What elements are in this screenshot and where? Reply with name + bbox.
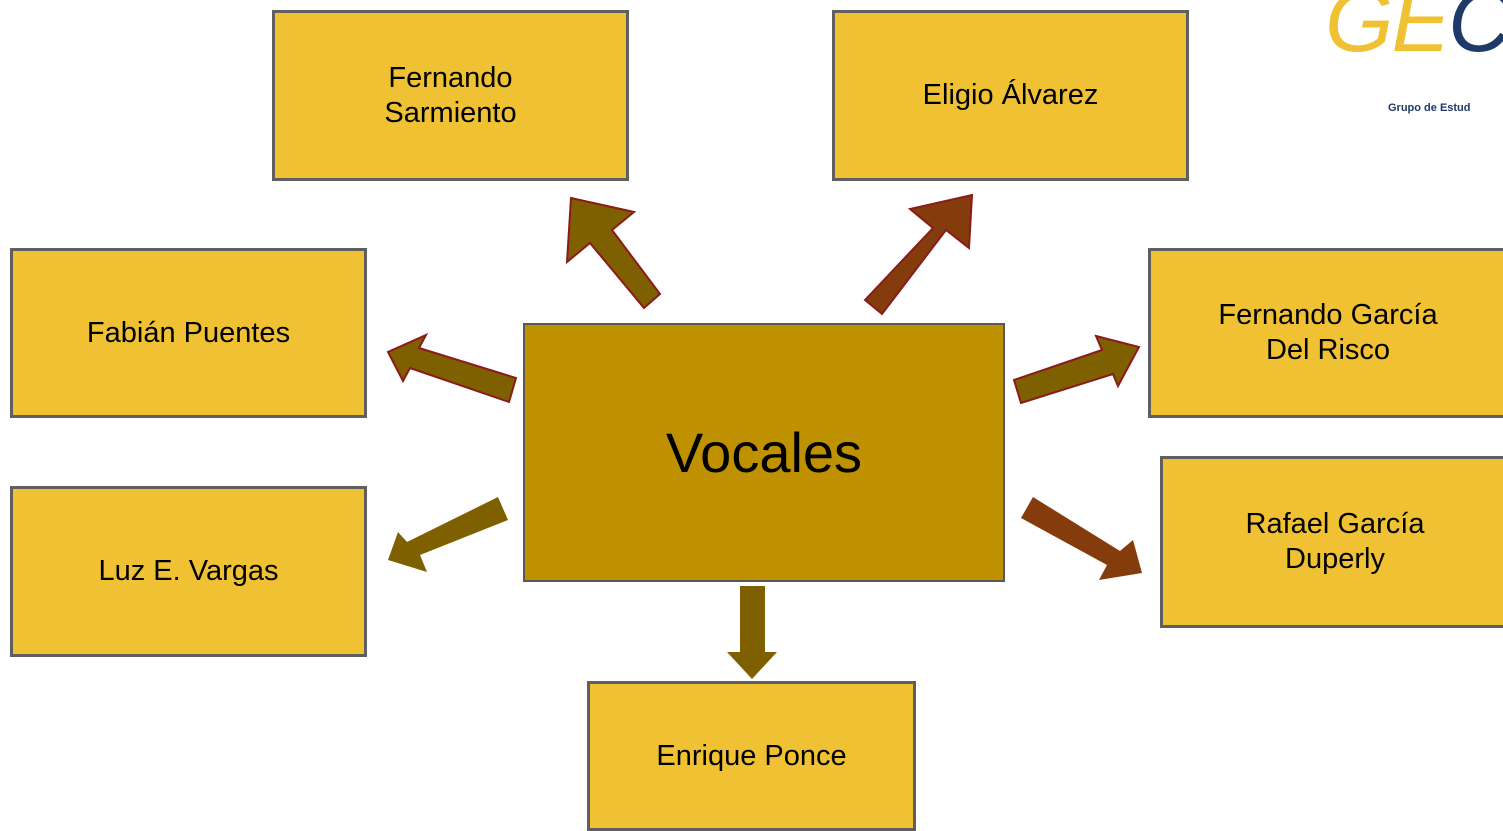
node-label: Fernando Sarmiento	[384, 61, 517, 129]
node-label: Eligio Álvarez	[922, 79, 1099, 112]
center-node-label: Vocales	[665, 421, 863, 484]
node-eligio-alvarez: Eligio Álvarez	[832, 10, 1189, 181]
node-fernando-garcia-del-risco: Fernando García Del Risco	[1148, 248, 1503, 418]
node-label: Luz E. Vargas	[98, 555, 279, 588]
arrow-to-enrique-ponce	[727, 586, 777, 679]
node-label: Rafael García Duperly	[1245, 508, 1425, 575]
center-node-vocales: Vocales	[523, 323, 1005, 582]
organization-logo: GEC Grupo de Estud	[1300, 0, 1503, 114]
arrow-to-fabian-puentes	[386, 332, 518, 404]
logo-subtitle: Grupo de Estud	[1388, 102, 1471, 114]
arrow-to-eligio-alvarez	[863, 193, 974, 316]
node-label: Fernando García Del Risco	[1218, 299, 1438, 366]
arrow-to-fernando-garcia-del-risco	[1012, 334, 1141, 405]
arrow-to-fernando-sarmiento	[565, 196, 662, 310]
node-enrique-ponce: Enrique Ponce	[587, 681, 916, 831]
arrow-to-rafael-garcia-duperly	[1021, 497, 1142, 580]
node-fernando-sarmiento: Fernando Sarmiento	[272, 10, 629, 181]
node-rafael-garcia-duperly: Rafael García Duperly	[1160, 456, 1503, 628]
node-fabian-puentes: Fabián Puentes	[10, 248, 367, 418]
arrow-to-luz-vargas	[388, 497, 508, 572]
node-label: Enrique Ponce	[656, 739, 847, 772]
logo-mark: GEC	[1325, 0, 1503, 70]
node-luz-vargas: Luz E. Vargas	[10, 486, 367, 657]
node-label: Fabián Puentes	[86, 316, 291, 349]
